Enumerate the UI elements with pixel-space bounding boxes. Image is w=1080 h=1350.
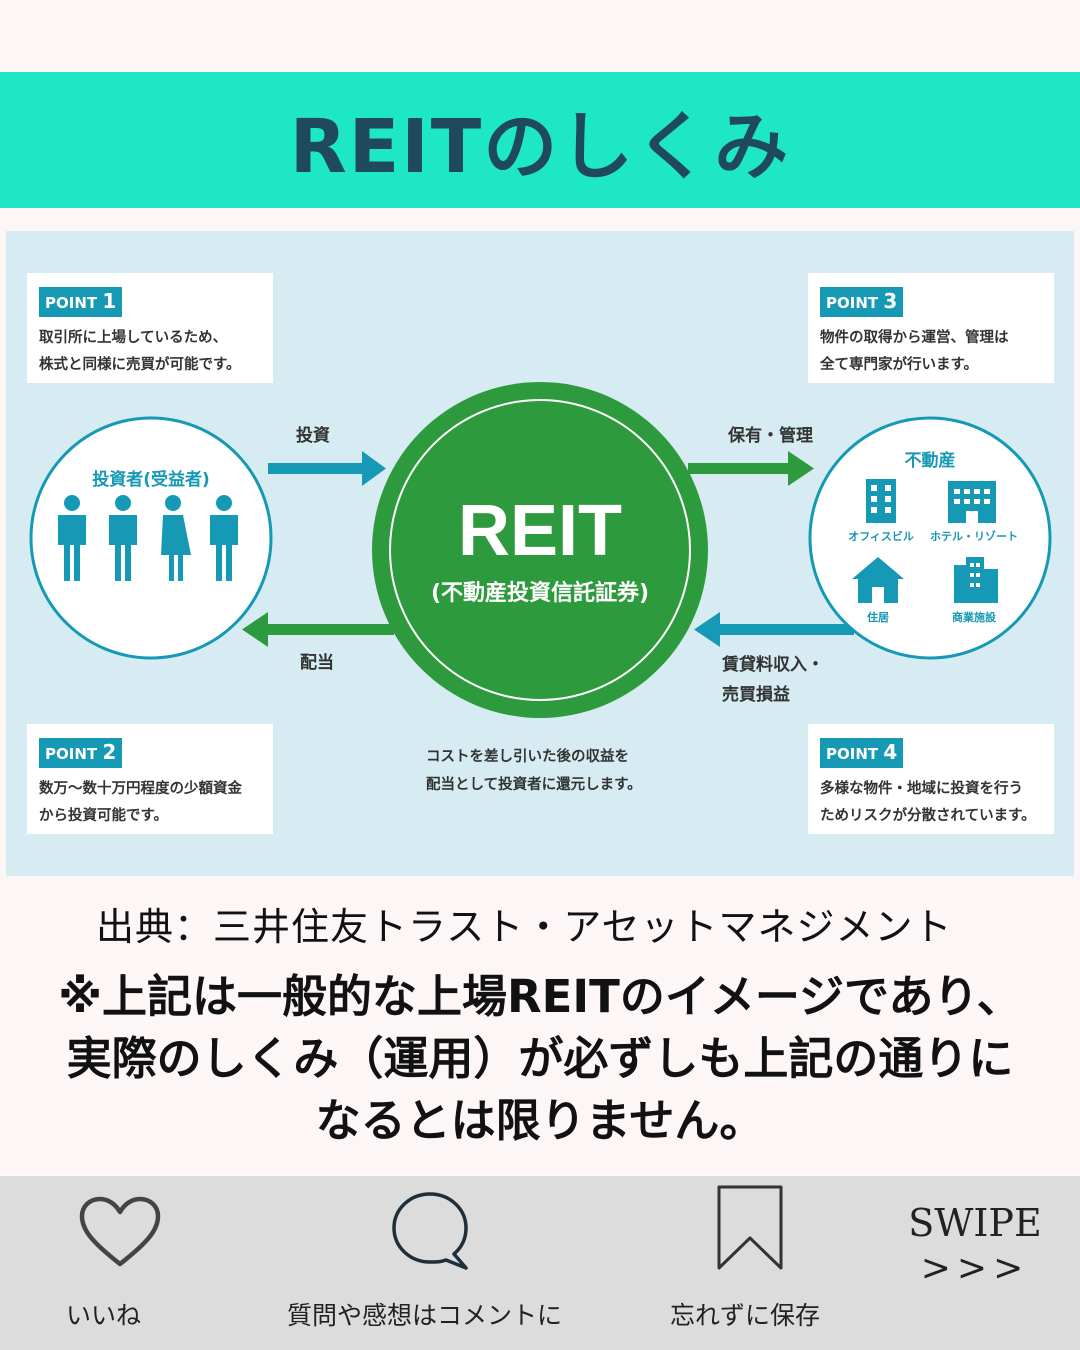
comment-label: 質問や感想はコメントに [287, 1301, 563, 1330]
hotel-resort-label: ホテル・リゾート [930, 529, 1018, 543]
house-label: 住居 [867, 610, 889, 624]
income-label-line2: 売買損益 [722, 685, 790, 705]
point-1-box: POINT 1 取引所に上場しているため、株式と同様に売買が可能です。 [27, 273, 273, 383]
hold-manage-arrow [688, 451, 814, 486]
point-4-tag: POINT 4 [820, 738, 904, 768]
heart-icon [79, 1196, 161, 1267]
center-note: コストを差し引いた後の収益を 配当として投資者に還元します。 [426, 749, 642, 793]
page-title: REITのしくみ [289, 103, 791, 190]
dividend-arrow [242, 612, 394, 647]
swipe-arrows: >>> [920, 1248, 1030, 1289]
hotel-resort-icon [948, 481, 996, 523]
reit-sub-label: (不動産投資信託証券) [431, 580, 649, 606]
dividend-label: 配当 [300, 653, 334, 673]
investor-circle [29, 416, 273, 660]
swipe-word: SWIPE [908, 1201, 1042, 1245]
investor-label: 投資者(受益者) [92, 469, 210, 490]
point-3-tag: POINT 3 [820, 287, 904, 317]
reit-inner-ring [389, 399, 691, 701]
save-button[interactable] [715, 1184, 785, 1274]
reit-diagram: 投資者(受益者) REIT (不動産投資信託証券) 不動産 オフィスビル ホテル… [6, 231, 1074, 876]
reit-main-label: REIT [458, 491, 622, 571]
point-2-box: POINT 2 数万〜数十万円程度の少額資金から投資可能です。 [27, 724, 273, 834]
save-label: 忘れずに保存 [670, 1301, 821, 1330]
office-building-label: オフィスビル [848, 529, 914, 543]
real-estate-title: 不動産 [905, 450, 956, 471]
diagram-graphic: 投資者(受益者) REIT (不動産投資信託証券) 不動産 オフィスビル ホテル… [29, 382, 1052, 718]
bookmark-icon [717, 1185, 783, 1270]
commercial-facility-icon [954, 557, 998, 603]
title-banner: REITのしくみ [0, 72, 1080, 208]
income-label-line1: 賃貸料収入・ [722, 655, 824, 675]
comment-button[interactable] [390, 1190, 474, 1274]
source-credit: 出典：三井住友トラスト・アセットマネジメント [96, 905, 953, 949]
like-button[interactable] [78, 1196, 162, 1270]
income-arrow [694, 612, 854, 647]
point-4-text: 多様な物件・地域に投資を行うためリスクが分散されています。 [820, 781, 1036, 824]
swipe-hint[interactable]: SWIPE >>> [905, 1200, 1045, 1292]
point-4-box: POINT 4 多様な物件・地域に投資を行うためリスクが分散されています。 [808, 724, 1054, 834]
point-3-box: POINT 3 物件の取得から運営、管理は全て専門家が行います。 [808, 273, 1054, 383]
invest-label: 投資 [296, 426, 330, 446]
like-label: いいね [66, 1301, 142, 1330]
office-building-icon [866, 479, 896, 523]
disclaimer: ※上記は一般的な上場REITのイメージであり、 実際のしくみ（運用）が必ずしも上… [58, 970, 1022, 1147]
point-2-tag: POINT 2 [39, 738, 123, 768]
reit-circle [372, 382, 708, 718]
invest-arrow [268, 451, 386, 486]
investor-people-icon [58, 495, 238, 581]
speech-bubble-icon [392, 1192, 468, 1270]
bottom-action-bar: いいね 質問や感想はコメントに 忘れずに保存 SWIPE >>> [0, 1176, 1080, 1350]
point-2-text: 数万〜数十万円程度の少額資金から投資可能です。 [39, 781, 242, 824]
point-1-tag: POINT 1 [39, 287, 123, 317]
commercial-facility-label: 商業施設 [952, 610, 997, 624]
point-1-text: 取引所に上場しているため、株式と同様に売買が可能です。 [39, 330, 241, 373]
point-3-text: 物件の取得から運営、管理は全て専門家が行います。 [820, 330, 1009, 373]
hold-manage-label: 保有・管理 [728, 426, 813, 446]
house-icon [852, 557, 904, 603]
